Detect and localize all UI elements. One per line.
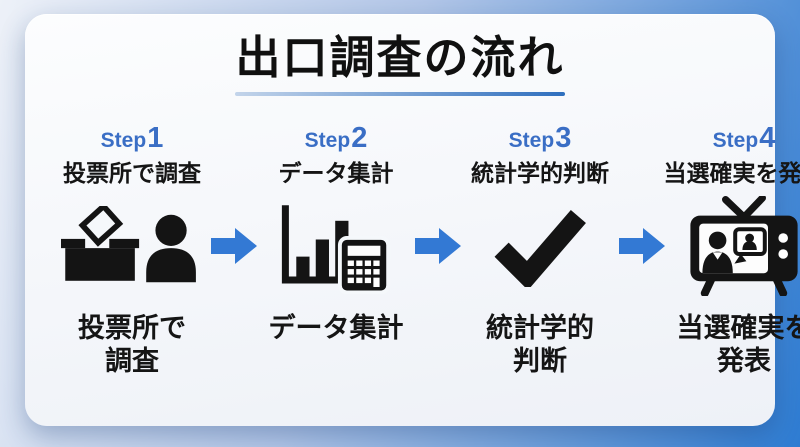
step-2-name: データ集計 — [278, 160, 394, 186]
bar-chart-calculator-icon — [277, 188, 395, 304]
step-3-name: 統計学的判断 — [471, 160, 609, 186]
step-2-caption: データ集計 — [269, 312, 404, 345]
page-title: 出口調査の流れ — [235, 32, 565, 83]
step-number: 1 — [147, 122, 164, 154]
caption-line: 統計学的 — [486, 313, 594, 343]
step-word: Step — [100, 129, 147, 152]
caption-line: 判断 — [513, 345, 567, 376]
step-column-3: Step 3 統計学的判断 統計学的 判断 — [461, 122, 619, 378]
title-underline — [235, 91, 565, 96]
step-word: Step — [304, 129, 351, 152]
step-2-label: Step 2 — [305, 122, 368, 154]
step-4-label: Step 4 — [713, 122, 776, 154]
step-3-label: Step 3 — [509, 122, 572, 154]
step-word: Step — [712, 129, 759, 152]
ballot-box-person-icon — [61, 188, 203, 304]
step-3-caption: 統計学的 判断 — [486, 312, 594, 378]
step-word: Step — [508, 129, 555, 152]
step-number: 3 — [555, 122, 572, 154]
checkmark-icon — [492, 188, 588, 304]
arrow-right-icon — [211, 226, 257, 266]
caption-line: 投票所で — [78, 313, 186, 343]
caption-line: 調査 — [105, 345, 159, 376]
arrow-right-icon — [619, 226, 665, 266]
arrow-right-icon — [415, 226, 461, 266]
flow-card: 出口調査の流れ Step 1 投票所で調査 — [25, 14, 800, 426]
step-1-caption: 投票所で 調査 — [78, 312, 186, 378]
step-1-label: Step 1 — [101, 122, 164, 154]
step-number: 4 — [759, 122, 776, 154]
step-column-2: Step 2 データ集計 — [257, 122, 415, 345]
step-1-name: 投票所で調査 — [63, 160, 201, 186]
caption-line: 当選確実を — [676, 313, 800, 343]
flow-diagram: Step 1 投票所で調査 — [53, 122, 800, 378]
step-column-1: Step 1 投票所で調査 — [53, 122, 211, 378]
tv-broadcast-icon — [684, 188, 800, 304]
caption-line: データ集計 — [268, 313, 404, 343]
step-4-caption: 当選確実を 発表 — [677, 312, 800, 378]
step-number: 2 — [351, 122, 368, 154]
caption-line: 発表 — [717, 345, 771, 376]
